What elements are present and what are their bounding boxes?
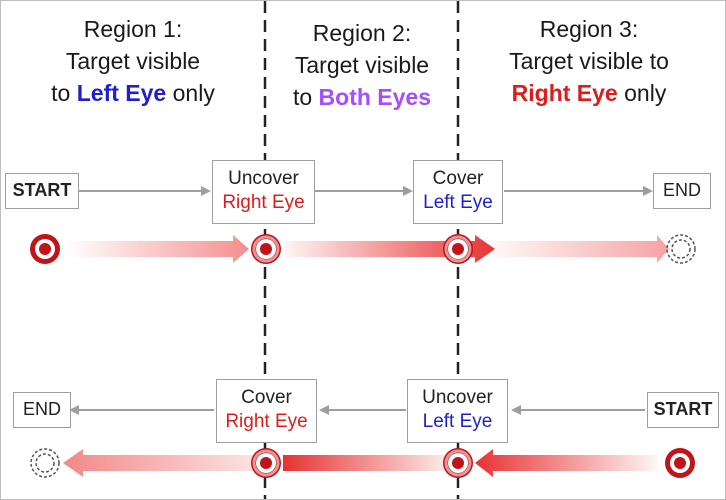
region-3-header: Region 3: Target visible to Right Eye on… xyxy=(469,13,709,109)
target-icon xyxy=(665,448,695,478)
top-end-box: END xyxy=(653,173,711,209)
bottom-step-2-action: Cover xyxy=(241,387,292,408)
top-step-2-eye: Left Eye xyxy=(423,192,493,213)
bottom-step-cover-right-eye: Cover Right Eye xyxy=(216,379,317,443)
target-icon xyxy=(251,234,281,264)
bottom-end-box: END xyxy=(13,392,71,428)
target-icon xyxy=(251,448,281,478)
bottom-step-1-eye: Left Eye xyxy=(422,411,493,432)
region-1-line2: Target visible xyxy=(65,48,201,74)
top-trail-3 xyxy=(479,235,669,263)
region-1-header: Region 1: Target visible to Left Eye onl… xyxy=(23,13,243,109)
target-outline-icon xyxy=(30,448,60,478)
bottom-step-uncover-left-eye: Uncover Left Eye xyxy=(407,379,508,443)
region-2-line3-pre: to xyxy=(292,84,319,110)
bottom-start-box: START xyxy=(647,392,719,428)
region-3-line3-post: only xyxy=(617,80,667,106)
top-step-1-eye: Right Eye xyxy=(222,192,305,213)
target-icon xyxy=(443,234,473,264)
bottom-trail-1 xyxy=(475,449,657,477)
region-2-eye-label: Both Eyes xyxy=(318,84,432,110)
region-2-title: Region 2: xyxy=(312,20,412,46)
region-2-header: Region 2: Target visible to Both Eyes xyxy=(267,17,457,113)
top-step-cover-left-eye: Cover Left Eye xyxy=(413,160,503,224)
bottom-step-1-action: Uncover xyxy=(422,387,493,408)
region-3-line2: Target visible to xyxy=(509,48,669,74)
bottom-step-2-eye: Right Eye xyxy=(225,411,308,432)
region-1-title: Region 1: xyxy=(83,16,183,42)
top-start-box: START xyxy=(5,173,79,209)
top-step-2-action: Cover xyxy=(432,168,484,189)
bottom-trail-3 xyxy=(63,449,259,477)
region-2-line2: Target visible xyxy=(294,52,430,78)
top-trail-2 xyxy=(285,235,495,263)
region-3-title: Region 3: xyxy=(539,16,639,42)
target-outline-icon xyxy=(666,234,696,264)
region-1-line3: to Left Eye only xyxy=(23,77,243,109)
top-step-uncover-right-eye: Uncover Right Eye xyxy=(212,160,315,224)
top-trail-1 xyxy=(67,235,249,263)
region-3-line3: Right Eye only xyxy=(469,77,709,109)
target-icon xyxy=(30,234,60,264)
region-2-line3: to Both Eyes xyxy=(267,81,457,113)
region-3-eye-label: Right Eye xyxy=(511,80,618,106)
region-1-eye-label: Left Eye xyxy=(76,80,167,106)
bottom-trail-2 xyxy=(283,455,447,471)
region-1-line3-pre: to xyxy=(51,80,77,106)
top-step-1-action: Uncover xyxy=(228,168,299,189)
region-1-line3-post: only xyxy=(166,80,215,106)
target-icon xyxy=(443,448,473,478)
